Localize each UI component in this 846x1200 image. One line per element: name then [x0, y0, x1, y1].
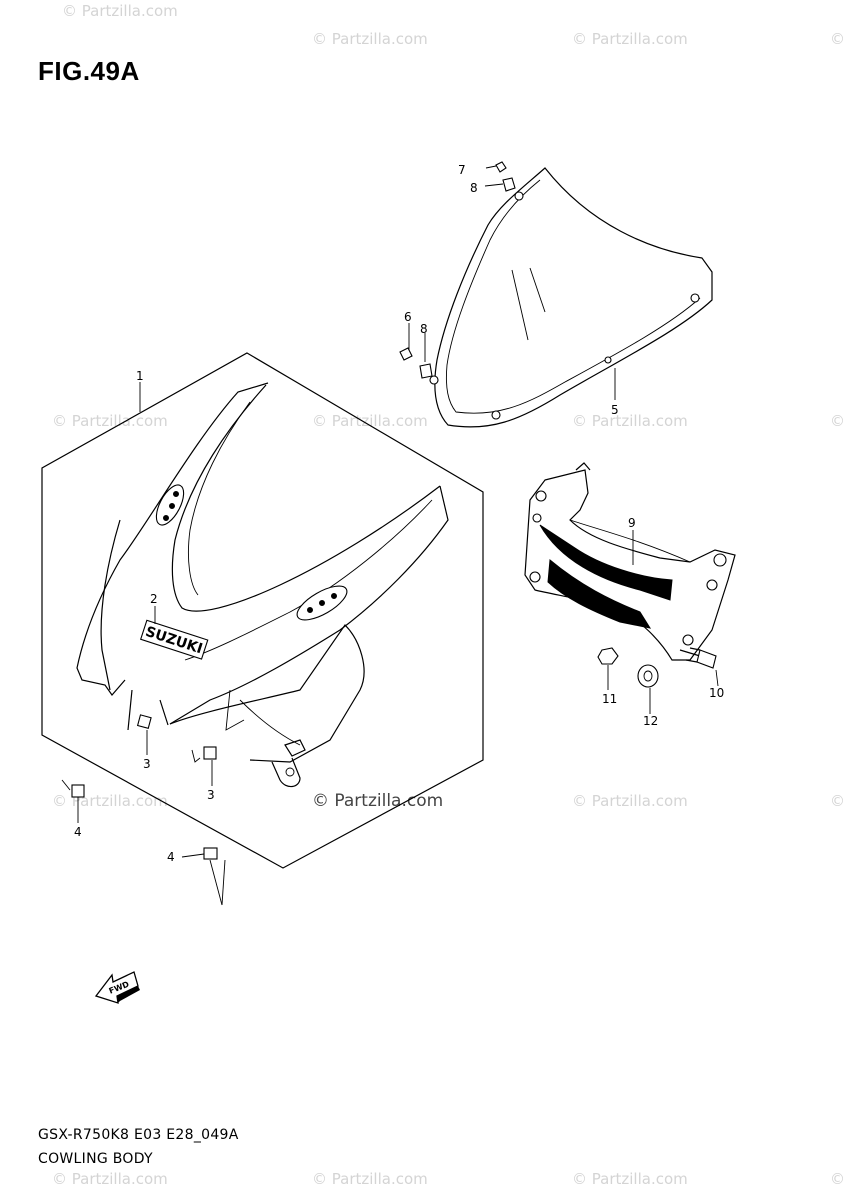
watermark-layer: © Partzilla.com © Partzilla.com © Partzi… [52, 2, 846, 1188]
callout-1: 1 [136, 369, 144, 383]
leader-lines [77, 165, 719, 858]
callout-3: 3 [207, 788, 215, 802]
forward-arrow-icon: FWD [94, 971, 140, 1004]
watermark-text: © Partzilla.com [312, 30, 428, 48]
watermark-text: © Partzilla.com [830, 30, 846, 48]
model-code: GSX-R750K8 E03 E28_049A [38, 1127, 239, 1143]
watermark-text: © Partzilla.com [572, 792, 688, 810]
watermark-text: © Partzilla.com [572, 30, 688, 48]
callout-4: 4 [167, 850, 175, 864]
fastener-parts [399, 161, 516, 379]
cowling-brace-part [524, 462, 736, 661]
callout-5: 5 [611, 403, 619, 417]
callout-6: 6 [404, 310, 412, 324]
callout-8: 8 [470, 181, 478, 195]
watermark-text: © Partzilla.com [52, 1170, 168, 1188]
callout-numbers: 1 2 3 3 4 4 5 6 7 8 8 9 10 11 12 [74, 163, 724, 864]
watermark-text: © Partzilla.com [830, 792, 846, 810]
callout-11: 11 [602, 692, 617, 706]
callout-3: 3 [143, 757, 151, 771]
windscreen-part [429, 167, 713, 428]
callout-12: 12 [643, 714, 658, 728]
callout-7: 7 [458, 163, 466, 177]
watermark-text: © Partzilla.com [572, 412, 688, 430]
callout-8: 8 [420, 322, 428, 336]
callout-9: 9 [628, 516, 636, 530]
suzuki-emblem: SUZUKI [139, 619, 209, 660]
figure-title: FIG.49A [38, 56, 140, 86]
watermark-text: © Partzilla.com [312, 791, 443, 811]
cowling-assembly-frame [41, 352, 484, 869]
section-name: COWLING BODY [38, 1151, 153, 1167]
watermark-text: © Partzilla.com [312, 412, 428, 430]
callout-4: 4 [74, 825, 82, 839]
watermark-text: © Partzilla.com [830, 1170, 846, 1188]
watermark-text: © Partzilla.com [312, 1170, 428, 1188]
cowling-body-part: SUZUKI [76, 382, 449, 788]
hardware-parts [597, 647, 717, 688]
callout-10: 10 [709, 686, 724, 700]
watermark-text: © Partzilla.com [830, 412, 846, 430]
watermark-text: © Partzilla.com [62, 2, 178, 20]
callout-2: 2 [150, 592, 158, 606]
watermark-text: © Partzilla.com [52, 412, 168, 430]
watermark-text: © Partzilla.com [572, 1170, 688, 1188]
